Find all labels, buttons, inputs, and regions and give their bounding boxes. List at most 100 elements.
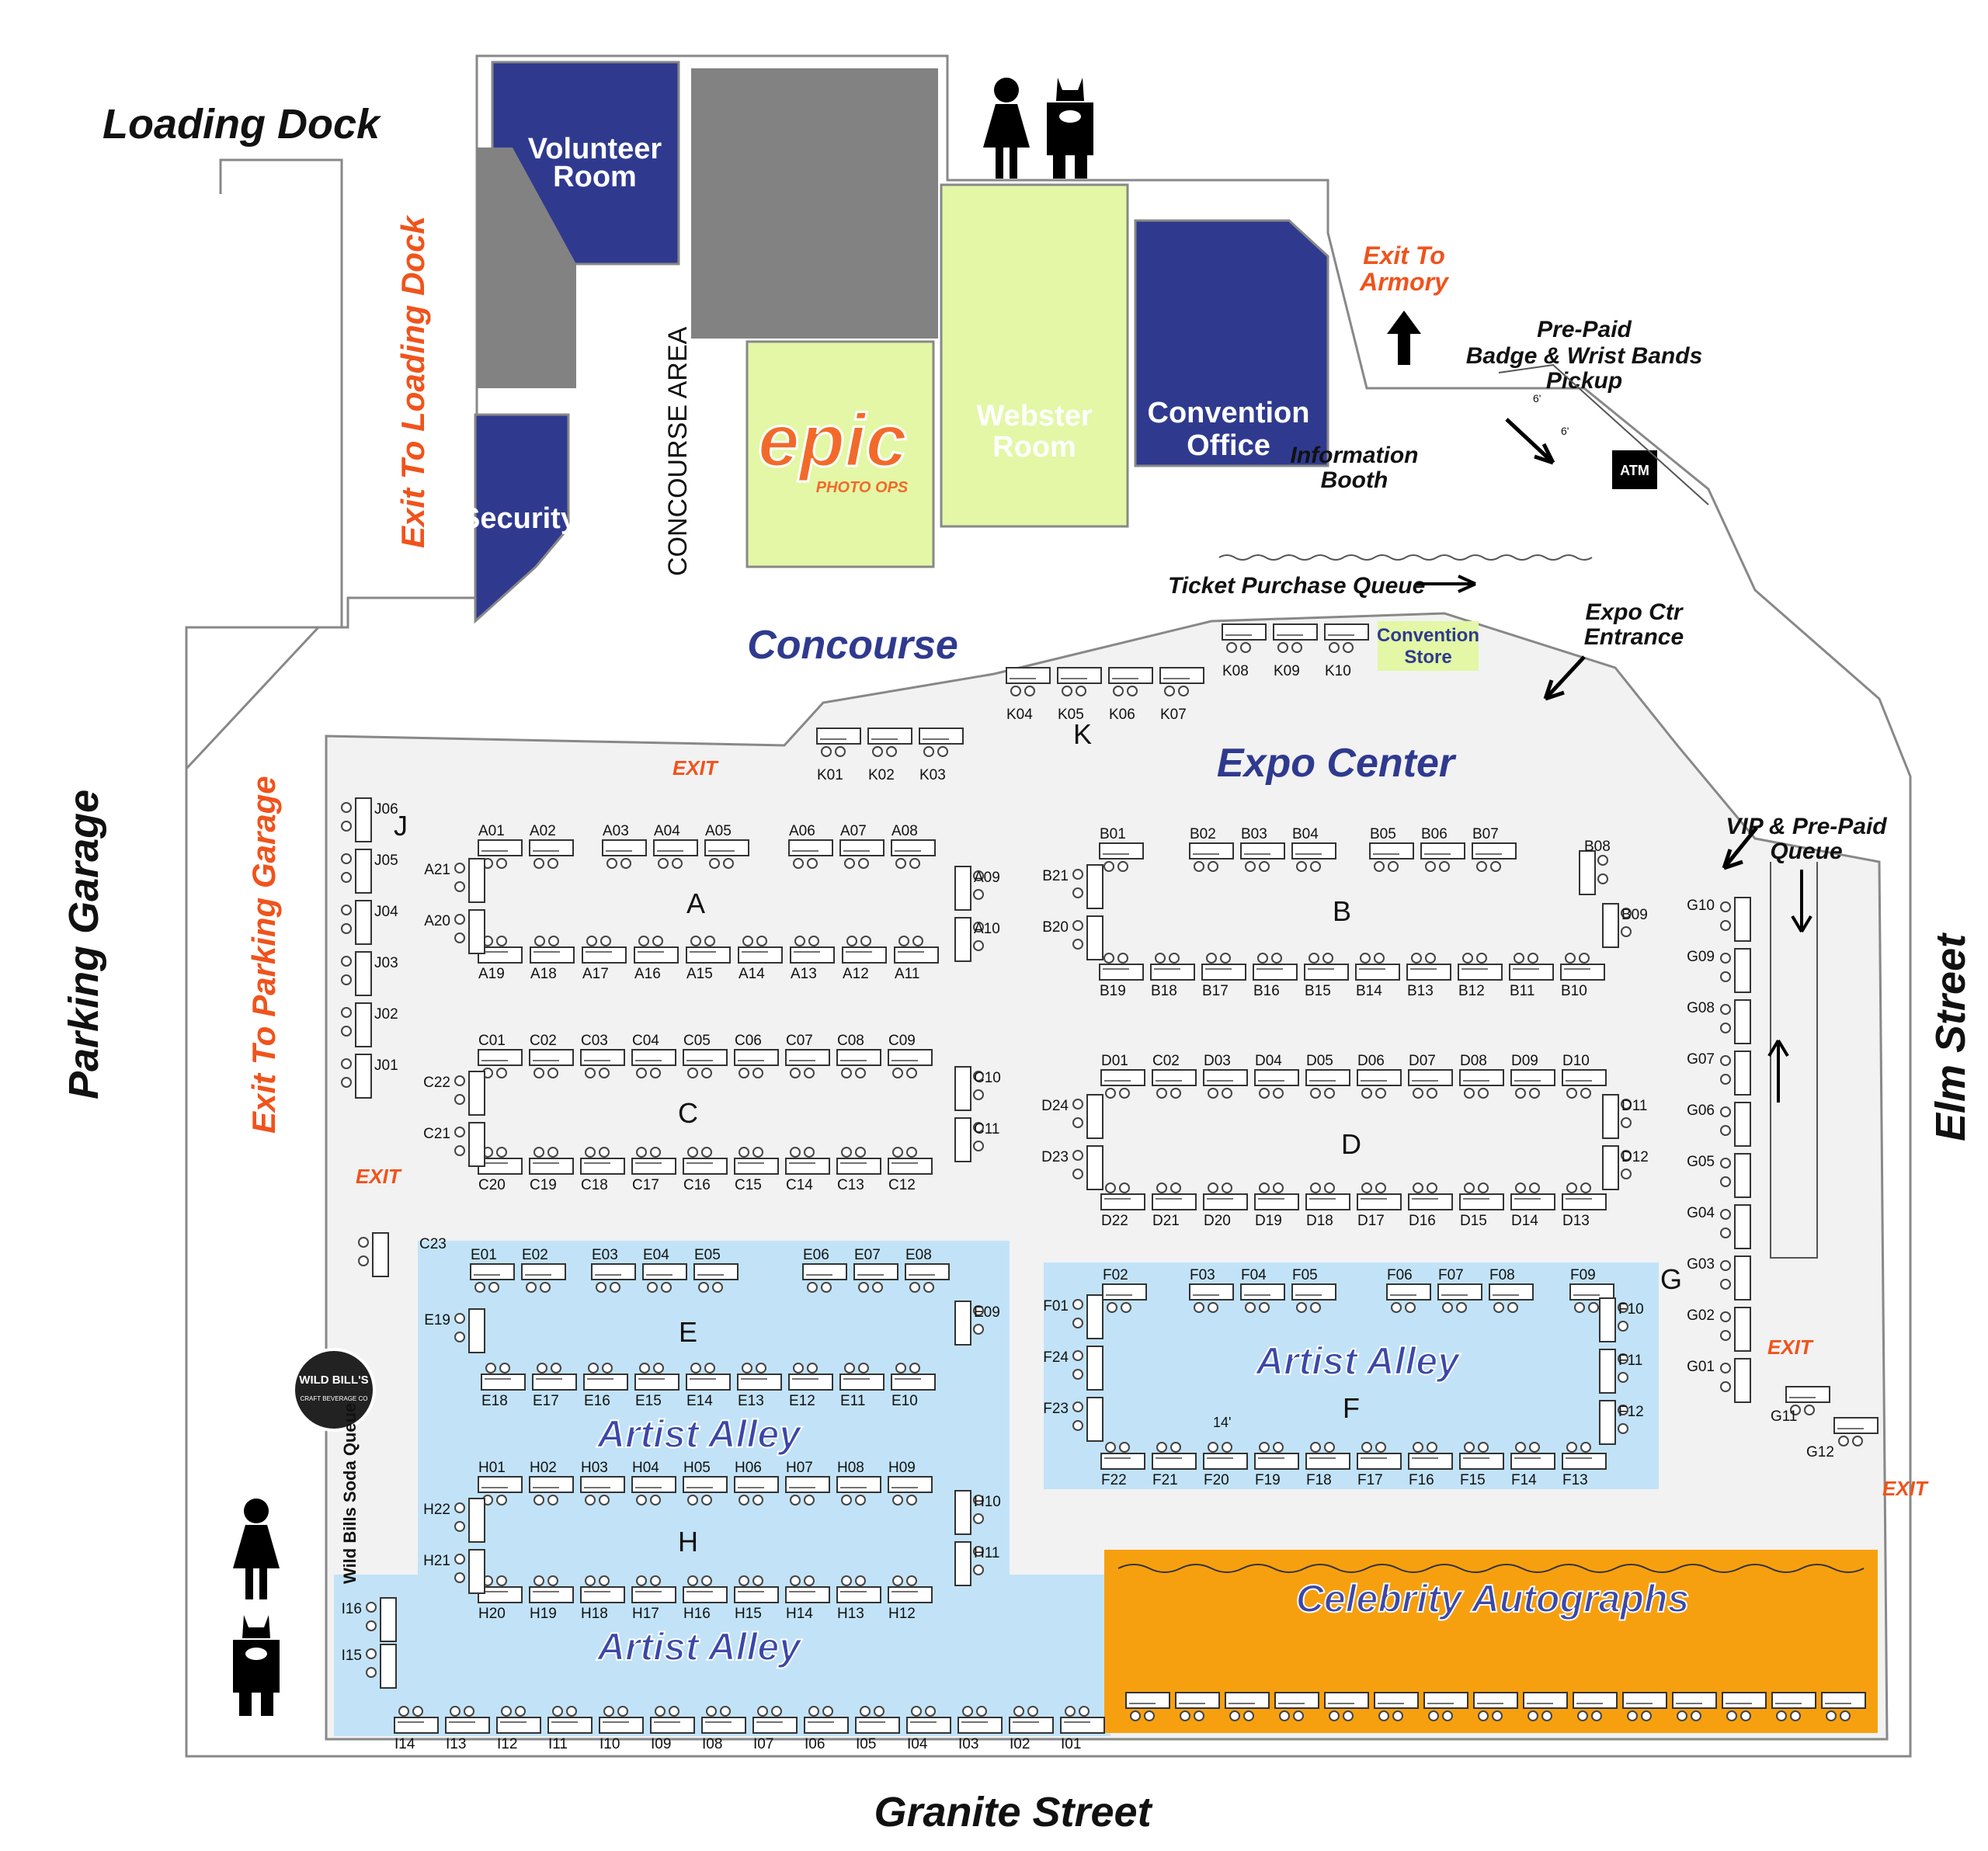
booth-label-f24: F24	[1043, 1349, 1069, 1366]
booth-label-d20: D20	[1204, 1213, 1231, 1229]
concourse-area-label: CONCOURSE AREA	[663, 327, 693, 576]
booth-label-i12: I12	[497, 1736, 517, 1752]
booth-label-e15: E15	[635, 1393, 662, 1409]
exit-label-4: EXIT	[1882, 1477, 1929, 1500]
elm-street-label: Elm Street	[1927, 932, 1974, 1141]
booth-label-g11: G11	[1771, 1408, 1798, 1425]
loading-dock-label: Loading Dock	[103, 101, 382, 148]
booth-label-c03: C03	[581, 1033, 608, 1049]
booth-label-d05: D05	[1306, 1053, 1333, 1069]
row-letter-g: G	[1660, 1263, 1682, 1295]
concourse-label: Concourse	[747, 623, 958, 668]
booth-label-b21: B21	[1042, 868, 1069, 884]
booth-label-j02: J02	[374, 1006, 398, 1023]
booth-label-b12: B12	[1458, 983, 1485, 999]
booth-label-c17: C17	[632, 1177, 659, 1193]
booth-label-d11: D11	[1621, 1098, 1647, 1114]
booth-label-d12: D12	[1621, 1149, 1649, 1165]
womens-restroom-icon	[983, 78, 1030, 179]
wild-bills-sub-text: CRAFT BEVERAGE CO	[301, 1395, 368, 1402]
exit-armory-label-1: Exit To	[1363, 241, 1444, 269]
booth-label-e11: E11	[840, 1393, 865, 1409]
booth-label-a08: A08	[891, 823, 918, 839]
row-letter-a: A	[686, 887, 705, 919]
booth-label-a14: A14	[739, 966, 765, 982]
booth-label-i08: I08	[702, 1736, 722, 1752]
booth-label-d13: D13	[1562, 1213, 1590, 1229]
vip-queue-lane	[1770, 862, 1818, 1259]
booth-label-d10: D10	[1562, 1053, 1590, 1069]
booth-label-d23: D23	[1041, 1149, 1069, 1165]
booth-label-a05: A05	[705, 823, 732, 839]
booth-label-f16: F16	[1409, 1472, 1434, 1488]
booth-label-g10: G10	[1687, 898, 1715, 914]
booth-label-h01: H01	[478, 1460, 506, 1476]
booth-label-a12: A12	[843, 966, 869, 982]
row-letter-d: D	[1341, 1128, 1361, 1160]
arrow-right-icon	[1416, 575, 1476, 593]
booth-label-i02: I02	[1010, 1736, 1030, 1752]
booth-label-d21: D21	[1152, 1213, 1180, 1229]
booth-label-h13: H13	[837, 1606, 864, 1622]
expo-center-label: Expo Center	[1217, 741, 1457, 786]
booth-label-h15: H15	[735, 1606, 762, 1622]
booth-label-a11: A11	[895, 966, 919, 982]
booth-label-e09: E09	[974, 1304, 1000, 1321]
booth-label-e16: E16	[584, 1393, 610, 1409]
booth-label-i01: I01	[1061, 1736, 1081, 1752]
booth-label-h04: H04	[632, 1460, 659, 1476]
booth-label-g02: G02	[1687, 1308, 1715, 1324]
booth-label-a01: A01	[478, 823, 505, 839]
booth-label-i11: I11	[548, 1736, 568, 1752]
booth-label-i06: I06	[805, 1736, 825, 1752]
artist-alley-label-e: Artist Alley	[596, 1412, 802, 1456]
booth-label-c09: C09	[888, 1033, 916, 1049]
booth-label-k02: K02	[868, 767, 895, 783]
booth-label-d06: D06	[1357, 1053, 1385, 1069]
booth-label-g08: G08	[1687, 1000, 1715, 1016]
booth-label-k09: K09	[1274, 663, 1300, 679]
booth-label-a07: A07	[840, 823, 867, 839]
convention-store-label-2: Store	[1404, 647, 1451, 668]
webster-label-2: Room	[992, 431, 1076, 464]
booth-label-c23: C23	[419, 1236, 447, 1252]
dim-6-label-1: 6'	[1533, 392, 1541, 405]
row-letter-j: J	[394, 810, 408, 842]
booth-label-c13: C13	[837, 1177, 864, 1193]
artist-alley-label-i: Artist Alley	[596, 1625, 802, 1669]
booth-label-k01: K01	[817, 767, 843, 783]
booth-label-h22: H22	[423, 1502, 450, 1518]
booth-label-b20: B20	[1042, 919, 1069, 936]
booth-label-h21: H21	[423, 1553, 450, 1569]
epic-sub: PHOTO OPS	[816, 479, 909, 496]
booth-label-d22: D22	[1101, 1213, 1128, 1229]
booth-label-d19: D19	[1255, 1213, 1282, 1229]
row-letter-h: H	[678, 1526, 698, 1558]
wild-bills-logo	[292, 1348, 376, 1432]
artist-alley-label-f: Artist Alley	[1254, 1339, 1461, 1383]
arrow-up-icon-2	[1767, 1039, 1789, 1103]
dim-6-label-2: 6'	[1561, 425, 1569, 437]
booth-label-b13: B13	[1407, 983, 1434, 999]
booth-label-h18: H18	[581, 1606, 608, 1622]
booth-label-a16: A16	[634, 966, 661, 982]
booth-label-a20: A20	[424, 913, 450, 929]
booth-label-e18: E18	[481, 1393, 508, 1409]
booth-label-a13: A13	[791, 966, 817, 982]
booth-label-f11: F11	[1618, 1353, 1642, 1369]
booth-label-g06: G06	[1687, 1103, 1715, 1119]
booth-label-f22: F22	[1101, 1472, 1127, 1488]
booth-label-f09: F09	[1570, 1267, 1596, 1283]
artist-alley-zone-e	[418, 1241, 1010, 1575]
booth-label-c02: C02	[530, 1033, 557, 1049]
booth-label-d09: D09	[1511, 1053, 1538, 1069]
wild-bills-queue-label: Wild Bills Soda Queue	[340, 1403, 360, 1584]
prepaid-pickup-label-1: Pre-Paid	[1537, 317, 1632, 342]
volunteer-room-label-1: Volunteer	[528, 133, 662, 165]
booth-label-d24: D24	[1041, 1098, 1069, 1114]
booth-label-j06: J06	[374, 801, 398, 818]
booth-label-h19: H19	[530, 1606, 557, 1622]
booth-label-f13: F13	[1562, 1472, 1588, 1488]
booth-label-b14: B14	[1356, 983, 1382, 999]
booth-label-b17: B17	[1202, 983, 1229, 999]
